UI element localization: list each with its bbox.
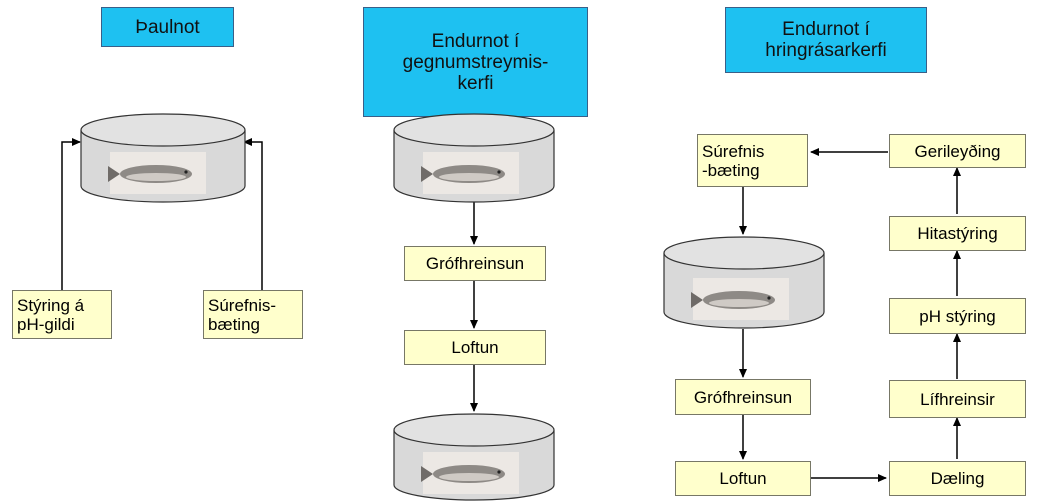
salmon-icon [421, 452, 519, 494]
fish-tank-icon [663, 236, 825, 329]
box-ph-control: pH stýring [889, 298, 1026, 334]
box-aeration: Loftun [404, 330, 546, 365]
header-thaulnot: Þaulnot [101, 7, 234, 47]
arrow-ph-to-tank [62, 142, 80, 290]
salmon-icon [421, 152, 519, 194]
fish-tank-icon [80, 113, 246, 203]
box-pumping: Dæling [889, 461, 1026, 496]
salmon-icon [691, 278, 789, 320]
box-temperature-control: Hitastýring [889, 216, 1026, 251]
fish-tank-icon [393, 113, 555, 203]
box-aeration: Loftun [675, 461, 811, 496]
box-oxygenation: Súrefnis- bæting [203, 290, 303, 339]
salmon-icon [108, 152, 206, 194]
box-biofilter: Lífhreinsir [889, 380, 1026, 418]
header-recirculating-system: Endurnot í hringrásarkerfi [725, 7, 927, 73]
box-ph-control: Stýring á pH-gildi [12, 290, 112, 339]
box-oxygenation: Súrefnis -bæting [697, 134, 808, 187]
box-coarse-filtration: Grófhreinsun [675, 379, 811, 415]
box-coarse-filtration: Grófhreinsun [404, 246, 546, 281]
box-disinfection: Gerileyðing [889, 134, 1026, 168]
header-single-pass-reuse: Endurnot í gegnumstreymis- kerfi [363, 7, 588, 117]
arrow-oxygen-to-tank [244, 142, 262, 290]
fish-tank-icon [393, 413, 555, 502]
